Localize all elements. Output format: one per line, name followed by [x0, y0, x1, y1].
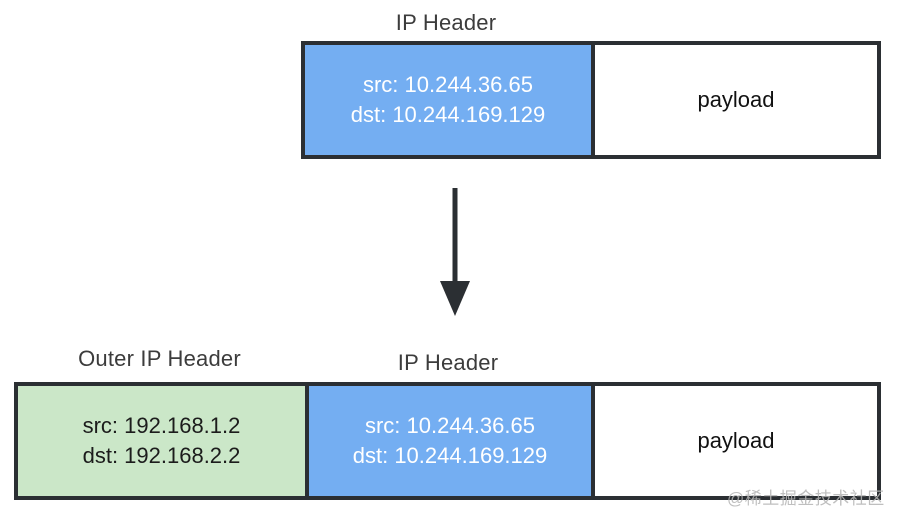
- bottom-packet: src: 192.168.1.2 dst: 192.168.2.2 src: 1…: [14, 382, 881, 500]
- top-packet: src: 10.244.36.65 dst: 10.244.169.129 pa…: [301, 41, 881, 159]
- bottom-ip-header-dst: dst: 10.244.169.129: [352, 443, 548, 468]
- bottom-outer-ip-header-dst: dst: 192.168.2.2: [82, 443, 241, 468]
- bottom-payload-label: payload: [697, 428, 775, 453]
- watermark: @稀土掘金技术社区: [727, 489, 885, 508]
- encapsulation-arrow-icon: [440, 188, 470, 316]
- top-packet-payload-segment: payload: [591, 45, 877, 155]
- bottom-packet-payload-segment: payload: [591, 386, 877, 496]
- top-payload-label: payload: [697, 87, 775, 112]
- top-ip-header-dst: dst: 10.244.169.129: [350, 102, 546, 127]
- top-ip-header-src: src: 10.244.36.65: [362, 72, 533, 97]
- bottom-outer-ip-header-src: src: 192.168.1.2: [82, 413, 241, 438]
- bottom-packet-outer-ip-header-segment: src: 192.168.1.2 dst: 192.168.2.2: [18, 386, 305, 496]
- caption-top-ip-header: IP Header: [395, 10, 497, 35]
- bottom-ip-header-src: src: 10.244.36.65: [364, 413, 535, 438]
- encapsulation-arrow: [435, 188, 475, 318]
- caption-bottom-outer-ip-header: Outer IP Header: [78, 346, 241, 371]
- bottom-packet-ip-header-segment: src: 10.244.36.65 dst: 10.244.169.129: [305, 386, 591, 496]
- top-packet-ip-header-segment: src: 10.244.36.65 dst: 10.244.169.129: [305, 45, 591, 155]
- caption-bottom-ip-header: IP Header: [397, 350, 499, 375]
